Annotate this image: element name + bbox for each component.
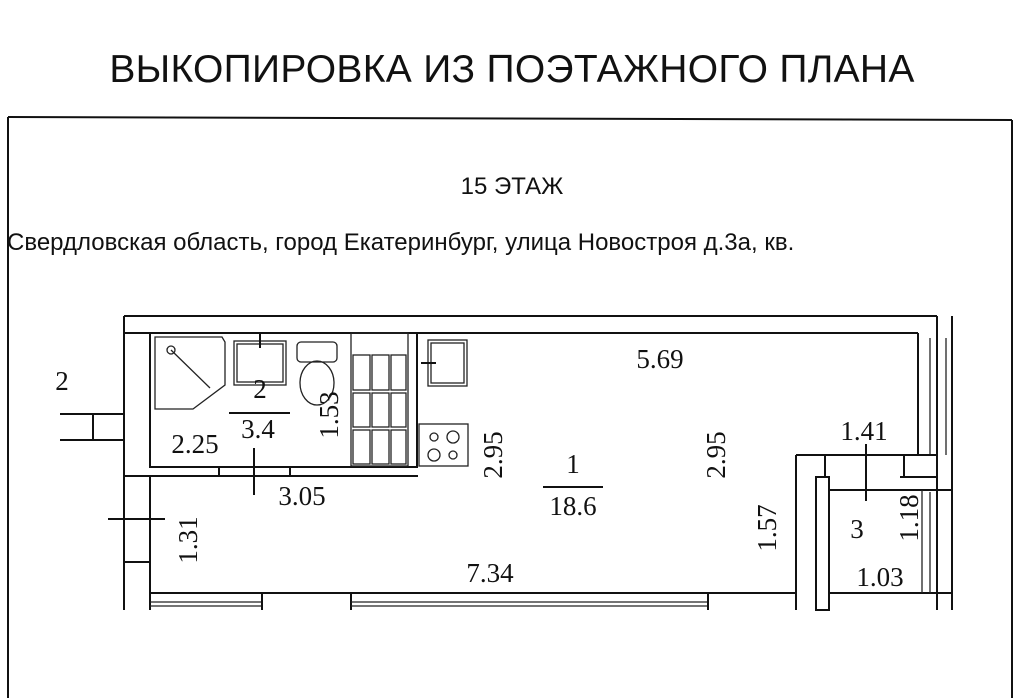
room1-dim-right: 2.95 [701,431,731,478]
room2-dim-height: 1.53 [314,391,344,438]
room3-dim-width: 1.03 [856,562,903,592]
room1-number: 1 [566,449,580,479]
sink-icon [233,333,287,386]
room3-number: 3 [850,514,864,544]
room2-dim-width: 2.25 [171,429,218,459]
frame [7,116,1013,698]
room1-area: 18.6 [549,491,596,521]
address-label: Свердловская область, город Екатеринбург… [7,229,795,256]
toilet-icon [296,341,338,406]
room1-dim-left: 2.95 [478,431,508,478]
room2-number: 2 [253,374,267,404]
kitchen-sink-icon [421,339,468,387]
stove-icon [418,423,469,467]
room3-dim-top: 1.41 [840,416,887,446]
room1-dim-niche: 1.57 [752,504,782,551]
floor-label: 15 ЭТАЖ [460,173,564,200]
room1-dim-top: 5.69 [636,344,683,374]
kitchen-cabinets [350,332,409,467]
room2-area: 3.4 [241,414,275,444]
page-title: ВЫКОПИРОВКА ИЗ ПОЭТАЖНОГО ПЛАНА [109,48,915,91]
room1-dim-bottom: 7.34 [466,558,514,588]
room2-dim-bottom: 3.05 [278,481,325,511]
shower-icon [154,336,226,410]
neighbor-room-label: 2 [55,366,69,396]
room3-dim-height: 1.18 [894,494,924,541]
room1-dim-hall: 1.31 [173,516,203,563]
walls [60,315,953,611]
